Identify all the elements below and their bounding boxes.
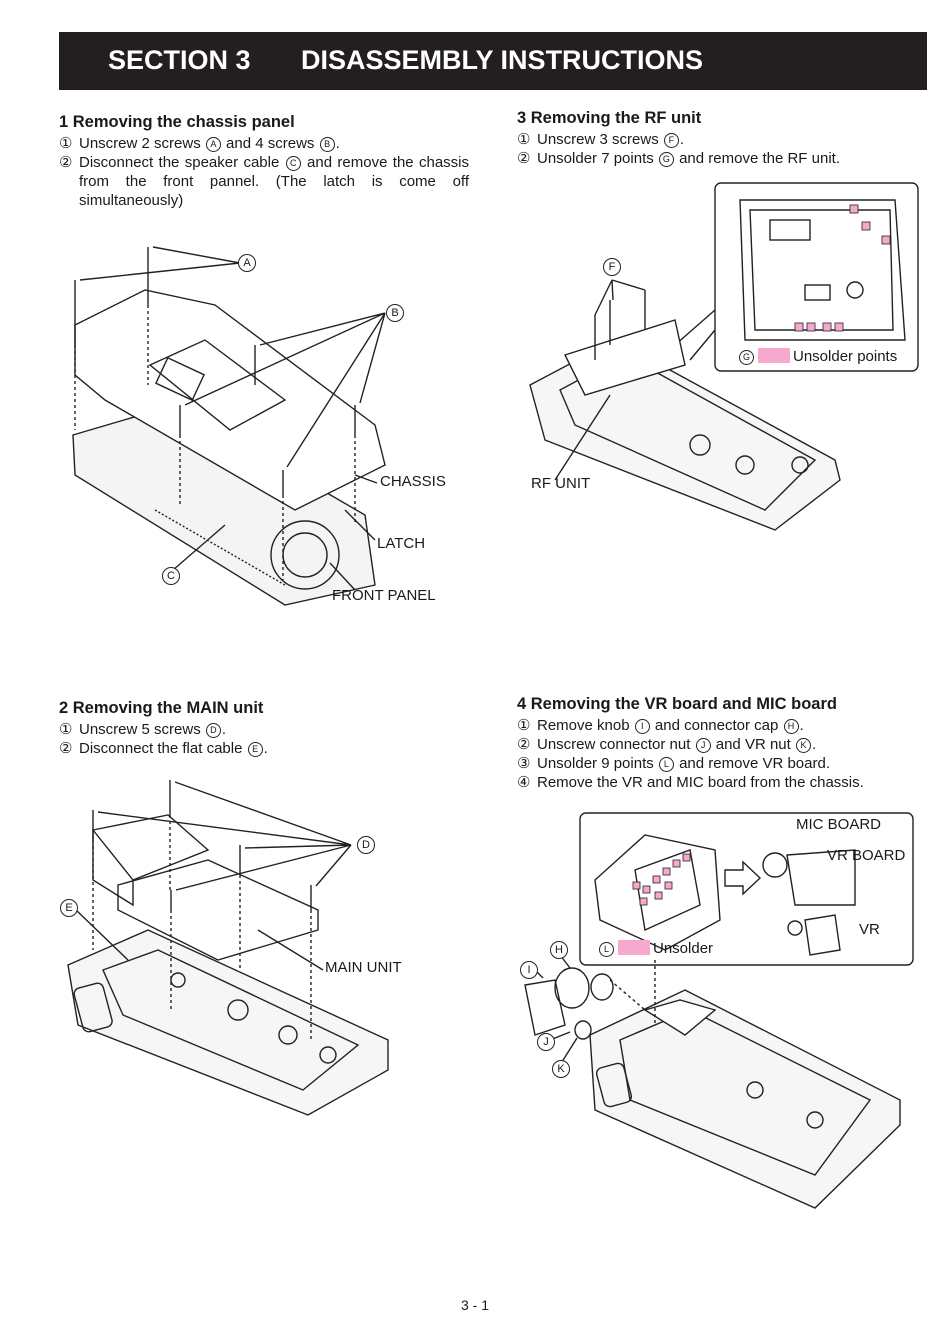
label-vr-board: VR BOARD — [827, 847, 906, 864]
callout-k: K — [795, 738, 811, 753]
label-front-panel: FRONT PANEL — [332, 587, 436, 604]
section-3-title: 3 Removing the RF unit — [517, 109, 702, 127]
callout-j: J — [695, 738, 711, 753]
label-k: K — [552, 1060, 570, 1078]
label-j: J — [537, 1033, 555, 1051]
section-1-step-2: ② Disconnect the speaker cable C and rem… — [59, 154, 470, 209]
label-f: F — [603, 258, 621, 276]
label-i: I — [520, 961, 538, 979]
main-unit-diagram — [67, 780, 389, 1116]
section-2-title: 2 Removing the MAIN unit — [59, 699, 264, 717]
page-number: 3 - 1 — [460, 1297, 489, 1313]
callout-a: A — [205, 137, 221, 152]
section-4-text: 4 Removing the VR board and MIC board ① … — [517, 694, 927, 792]
section-4-title: 4 Removing the VR board and MIC board — [517, 695, 837, 713]
section-1-title: 1 Removing the chassis panel — [59, 113, 295, 131]
rf-unit-diagram — [529, 182, 919, 531]
label-main-unit: MAIN UNIT — [325, 959, 402, 976]
section-3-step-2: ② Unsolder 7 points G and remove the RF … — [517, 150, 840, 167]
callout-e: E — [247, 742, 263, 757]
section-number: SECTION 3 — [108, 45, 251, 75]
section-4-step-3: ③ Unsolder 9 points L and remove VR boar… — [517, 755, 830, 772]
unsolder-swatch-2 — [618, 940, 650, 955]
section-3-text: 3 Removing the RF unit ① Unscrew 3 screw… — [517, 108, 917, 168]
section-4-step-1: ① Remove knob I and connector cap H. — [517, 717, 804, 734]
label-mic-board: MIC BOARD — [796, 816, 882, 833]
section-4-step-4: ④ Remove the VR and MIC board from the c… — [517, 774, 864, 791]
label-latch: LATCH — [377, 535, 426, 552]
vr-mic-board-diagram — [524, 812, 914, 1209]
callout-g: G — [658, 152, 674, 167]
callout-l: L — [658, 757, 674, 772]
label-h: H — [550, 941, 568, 959]
section-2-step-1: ① Unscrew 5 screws D. — [59, 721, 227, 738]
label-rf-unit: RF UNIT — [531, 475, 591, 492]
unsolder-swatch — [758, 348, 790, 363]
callout-f: F — [663, 133, 679, 148]
label-c: C — [162, 567, 180, 585]
label-a: A — [238, 254, 256, 272]
chassis-panel-diagram — [72, 246, 386, 606]
label-b: B — [386, 304, 404, 322]
callout-g-legend: G — [739, 350, 754, 365]
callout-l-legend: L — [599, 942, 614, 957]
callout-d: D — [205, 723, 221, 738]
section-header: SECTION 3 DISASSEMBLY INSTRUCTIONS — [59, 32, 927, 90]
callout-i: I — [634, 719, 650, 734]
callout-c: C — [285, 156, 301, 171]
section-title: DISASSEMBLY INSTRUCTIONS — [301, 45, 704, 75]
section-4-step-2: ② Unscrew connector nut J and VR nut K. — [517, 736, 817, 753]
section-2-text: 2 Removing the MAIN unit ① Unscrew 5 scr… — [59, 698, 469, 758]
callout-b: B — [319, 137, 335, 152]
label-e: E — [60, 899, 78, 917]
label-vr: VR — [859, 921, 880, 938]
callout-h: H — [783, 719, 799, 734]
section-1-text: 1 Removing the chassis panel ① Unscrew 2… — [59, 112, 469, 210]
label-d: D — [357, 836, 375, 854]
label-chassis: CHASSIS — [380, 473, 446, 490]
section-1-step-1: ① Unscrew 2 screws A and 4 screws B. — [59, 135, 340, 152]
section-2-step-2: ② Disconnect the flat cable E. — [59, 740, 268, 757]
section-3-step-1: ① Unscrew 3 screws F. — [517, 131, 685, 148]
